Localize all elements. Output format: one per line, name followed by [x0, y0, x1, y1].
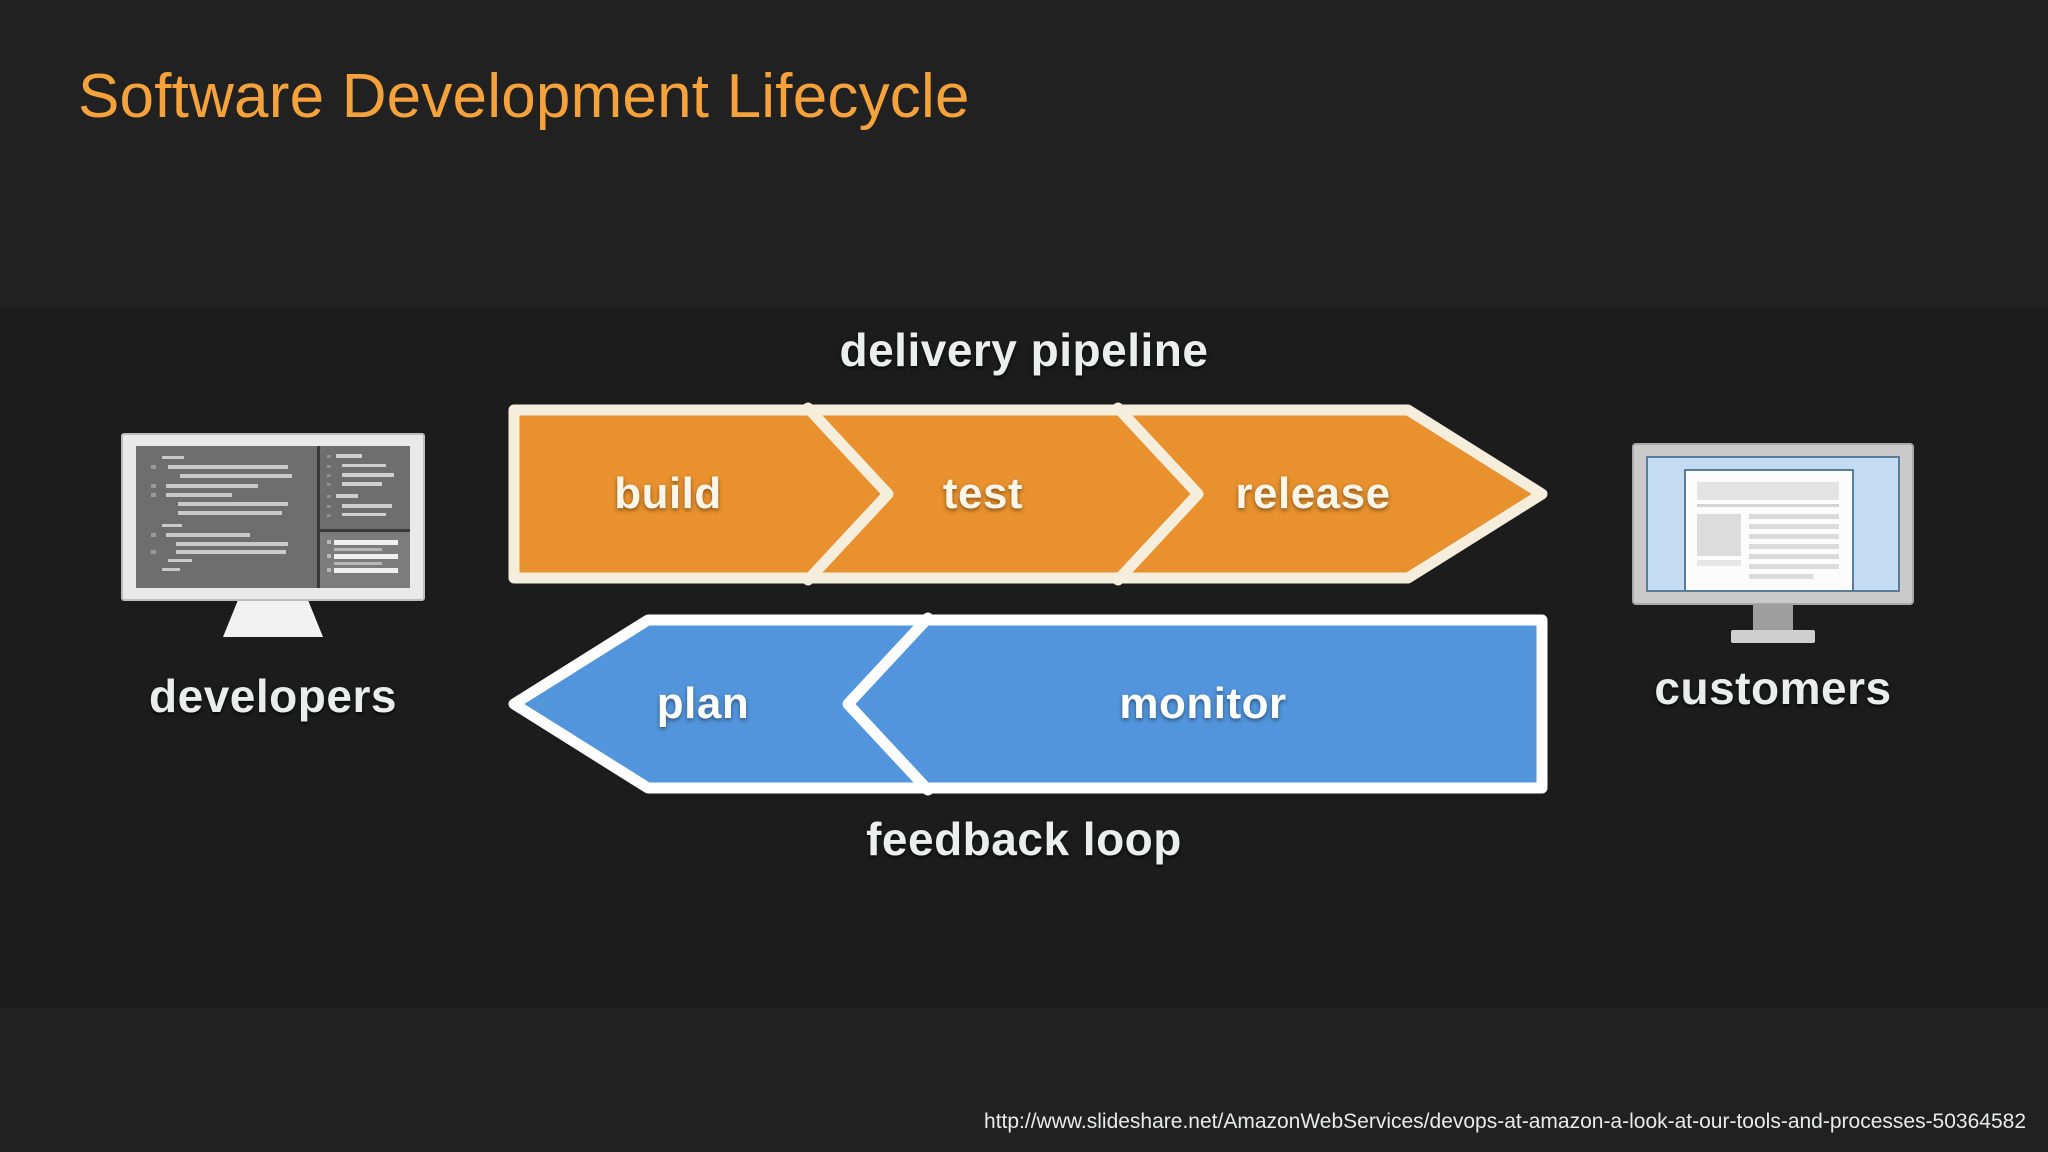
pipeline-chevron-divider-1 [802, 402, 894, 586]
desktop-monitor-webpage-icon [1632, 443, 1914, 643]
feedback-arrow-body [508, 614, 1548, 794]
feedback-loop-arrow-shape [508, 612, 1548, 796]
developers-figure: developers [108, 432, 438, 723]
customers-caption: customers [1654, 662, 1892, 714]
desktop-monitor-code-editor-icon [121, 433, 425, 637]
customers-figure: customers [1608, 442, 1938, 715]
delivery-pipeline-caption: delivery pipeline [0, 323, 2048, 377]
source-url-text: http://www.slideshare.net/AmazonWebServi… [984, 1110, 2026, 1133]
feedback-loop-caption: feedback loop [0, 812, 2048, 866]
developers-caption: developers [149, 670, 397, 722]
feedback-loop-arrow: plan monitor [508, 612, 1548, 796]
delivery-pipeline-arrow-shape [508, 402, 1548, 586]
delivery-pipeline-caption-text: delivery pipeline [839, 324, 1209, 376]
delivery-pipeline-arrow: build test release [508, 402, 1548, 586]
page-title: Software Development Lifecycle [78, 62, 970, 131]
pipeline-arrow-body [508, 404, 1548, 584]
feedback-loop-caption-text: feedback loop [866, 813, 1182, 865]
pipeline-chevron-divider-2 [1112, 402, 1204, 586]
feedback-chevron-divider-1 [842, 612, 934, 796]
